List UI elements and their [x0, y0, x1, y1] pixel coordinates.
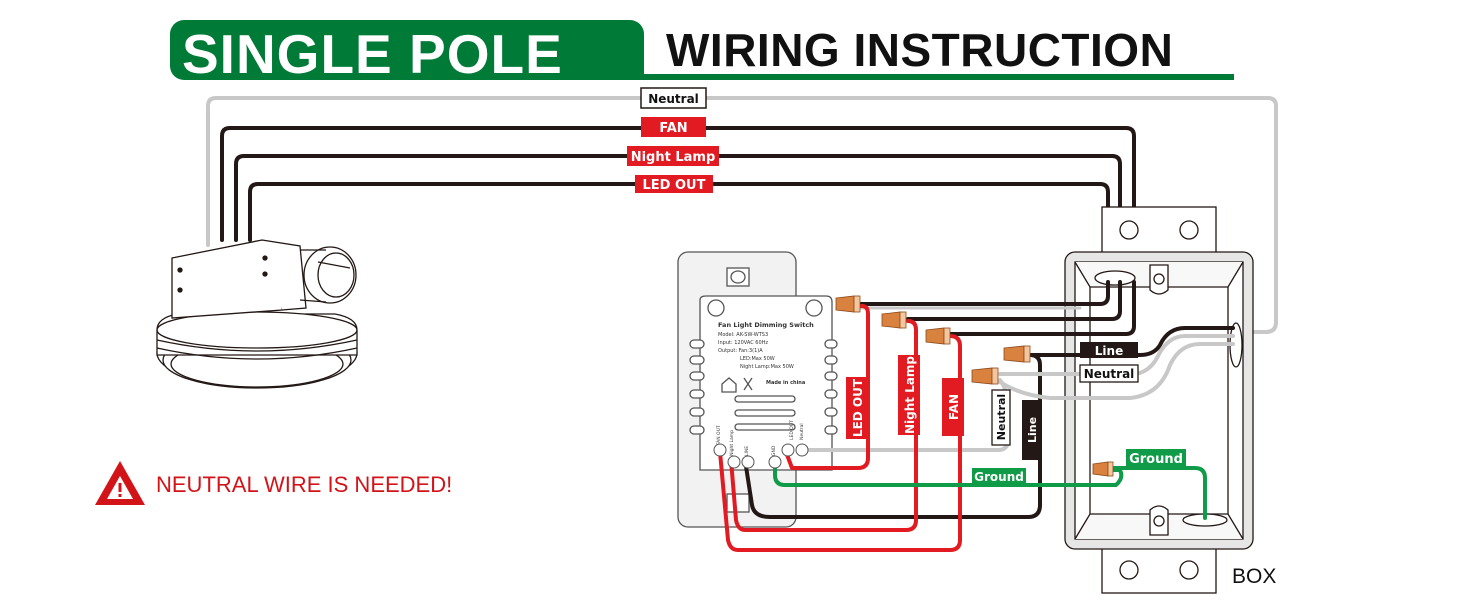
led-out-red-wire: [784, 304, 870, 470]
terminal-line: LINE: [744, 446, 750, 456]
wire-nut-line: [1003, 345, 1031, 363]
led-out-vertical-box: [846, 377, 868, 439]
line-box-label: Line: [1095, 344, 1123, 358]
led-out-vertical-label: LED OUT: [851, 378, 865, 437]
neutral-label: Neutral: [648, 92, 699, 106]
fan-red-wire: [718, 334, 962, 552]
neutral-vertical-box: [991, 389, 1011, 446]
switch-name: Fan Light Dimming Switch: [718, 321, 814, 329]
box-label: BOX: [1232, 565, 1277, 588]
title-text: WIRING INSTRUCTION: [666, 24, 1174, 76]
ground-wire-box: [1110, 466, 1207, 520]
terminal-led-out: LED OUT: [789, 420, 795, 440]
neutral-label-box: [640, 87, 707, 109]
wire-nut-neutral: [971, 367, 999, 385]
fan-label-box: [641, 117, 706, 137]
ground-right-label-box: [1126, 449, 1186, 467]
line-wire: [743, 326, 1235, 519]
title-highlight-box: SINGLE POLE: [170, 20, 644, 85]
ground-right-label: Ground: [1129, 452, 1183, 467]
terminal-gnd: GND: [771, 445, 777, 456]
ground-left-label: Ground: [974, 470, 1024, 484]
dimmer-switch: [677, 251, 838, 528]
neutral-wire-top: [206, 96, 1278, 334]
neutral-box-label: Neutral: [1084, 367, 1135, 381]
recycle-bin-icon: [743, 377, 753, 391]
switch-output-led: LED:Max 50W: [740, 356, 775, 362]
wire-nut-fan: [925, 327, 951, 345]
wire-nut-led-out: [835, 295, 861, 313]
box-wires: [718, 280, 1235, 552]
title-highlight: SINGLE POLE: [182, 23, 563, 85]
title-underline: [640, 74, 1234, 80]
wire-nut-ground: [1092, 461, 1114, 477]
neutral-box-label-box: [1079, 364, 1139, 383]
switch-terminal-labels: FAN OUT Night Lamp LINE GND LED OUT Neut…: [716, 420, 805, 456]
switch-label-text: Fan Light Dimming Switch Model: AK-SW-WT…: [718, 321, 814, 386]
fan-label: FAN: [659, 121, 687, 136]
warning-triangle-icon: [95, 461, 145, 505]
warning-text: NEUTRAL WIRE IS NEEDED!: [156, 472, 453, 497]
led-out-label: LED OUT: [643, 178, 706, 193]
box-wire-labels: Line Neutral Ground Ground: [972, 342, 1186, 484]
neutral-vertical-label: Neutral: [995, 394, 1008, 440]
neutral-warning: NEUTRAL WIRE IS NEEDED!: [92, 458, 492, 508]
fan-black-wire: [948, 280, 1136, 336]
night-lamp-black-wire: [906, 280, 1122, 321]
led-out-label-box: [635, 175, 713, 193]
switch-output-fan: Output: Fan:3(1)A: [718, 348, 763, 354]
terminal-screws: [713, 443, 809, 469]
night-lamp-red-wire: [729, 319, 918, 532]
neutral-wire-box-2: [998, 342, 1235, 400]
top-wire-labels: Neutral FAN Night Lamp LED OUT: [627, 87, 719, 193]
neutral-wire-box: [998, 334, 1235, 376]
night-lamp-label: Night Lamp: [631, 150, 716, 165]
ground-wire: [773, 460, 1124, 487]
wire-nut-night-lamp: [881, 311, 907, 329]
switch-output-night: Night Lamp:Max 50W: [740, 364, 794, 370]
vertical-wire-labels: LED OUT Night Lamp FAN Neutral Line: [846, 355, 1042, 460]
fan-vertical-label: FAN: [947, 394, 961, 420]
ground-left-label-box: [972, 468, 1026, 484]
switch-model: Model: AK-SW-WTS3: [718, 332, 768, 338]
title-banner: SINGLE POLE WIRING INSTRUCTION: [170, 20, 1234, 85]
terminal-night-lamp: Night Lamp: [729, 430, 735, 456]
home-icon: [721, 377, 737, 393]
terminal-fan-out: FAN OUT: [716, 425, 722, 445]
line-vertical-box: [1022, 400, 1042, 460]
switch-made-in: Made in china: [766, 380, 805, 386]
night-lamp-label-box: [627, 146, 719, 166]
led-out-black-wire: [858, 280, 1110, 306]
night-lamp-vertical-box: [898, 355, 920, 435]
switch-input: Input: 120VAC 60Hz: [718, 340, 768, 346]
fan-vertical-box: [942, 378, 964, 436]
terminal-neutral: Neutral: [799, 423, 805, 440]
line-box-label-box: [1080, 342, 1138, 358]
line-vertical-label: Line: [1026, 417, 1039, 443]
night-lamp-vertical-label: Night Lamp: [903, 356, 917, 434]
wire-nuts: [835, 295, 1114, 477]
ceiling-fan-illustration: [156, 239, 358, 389]
